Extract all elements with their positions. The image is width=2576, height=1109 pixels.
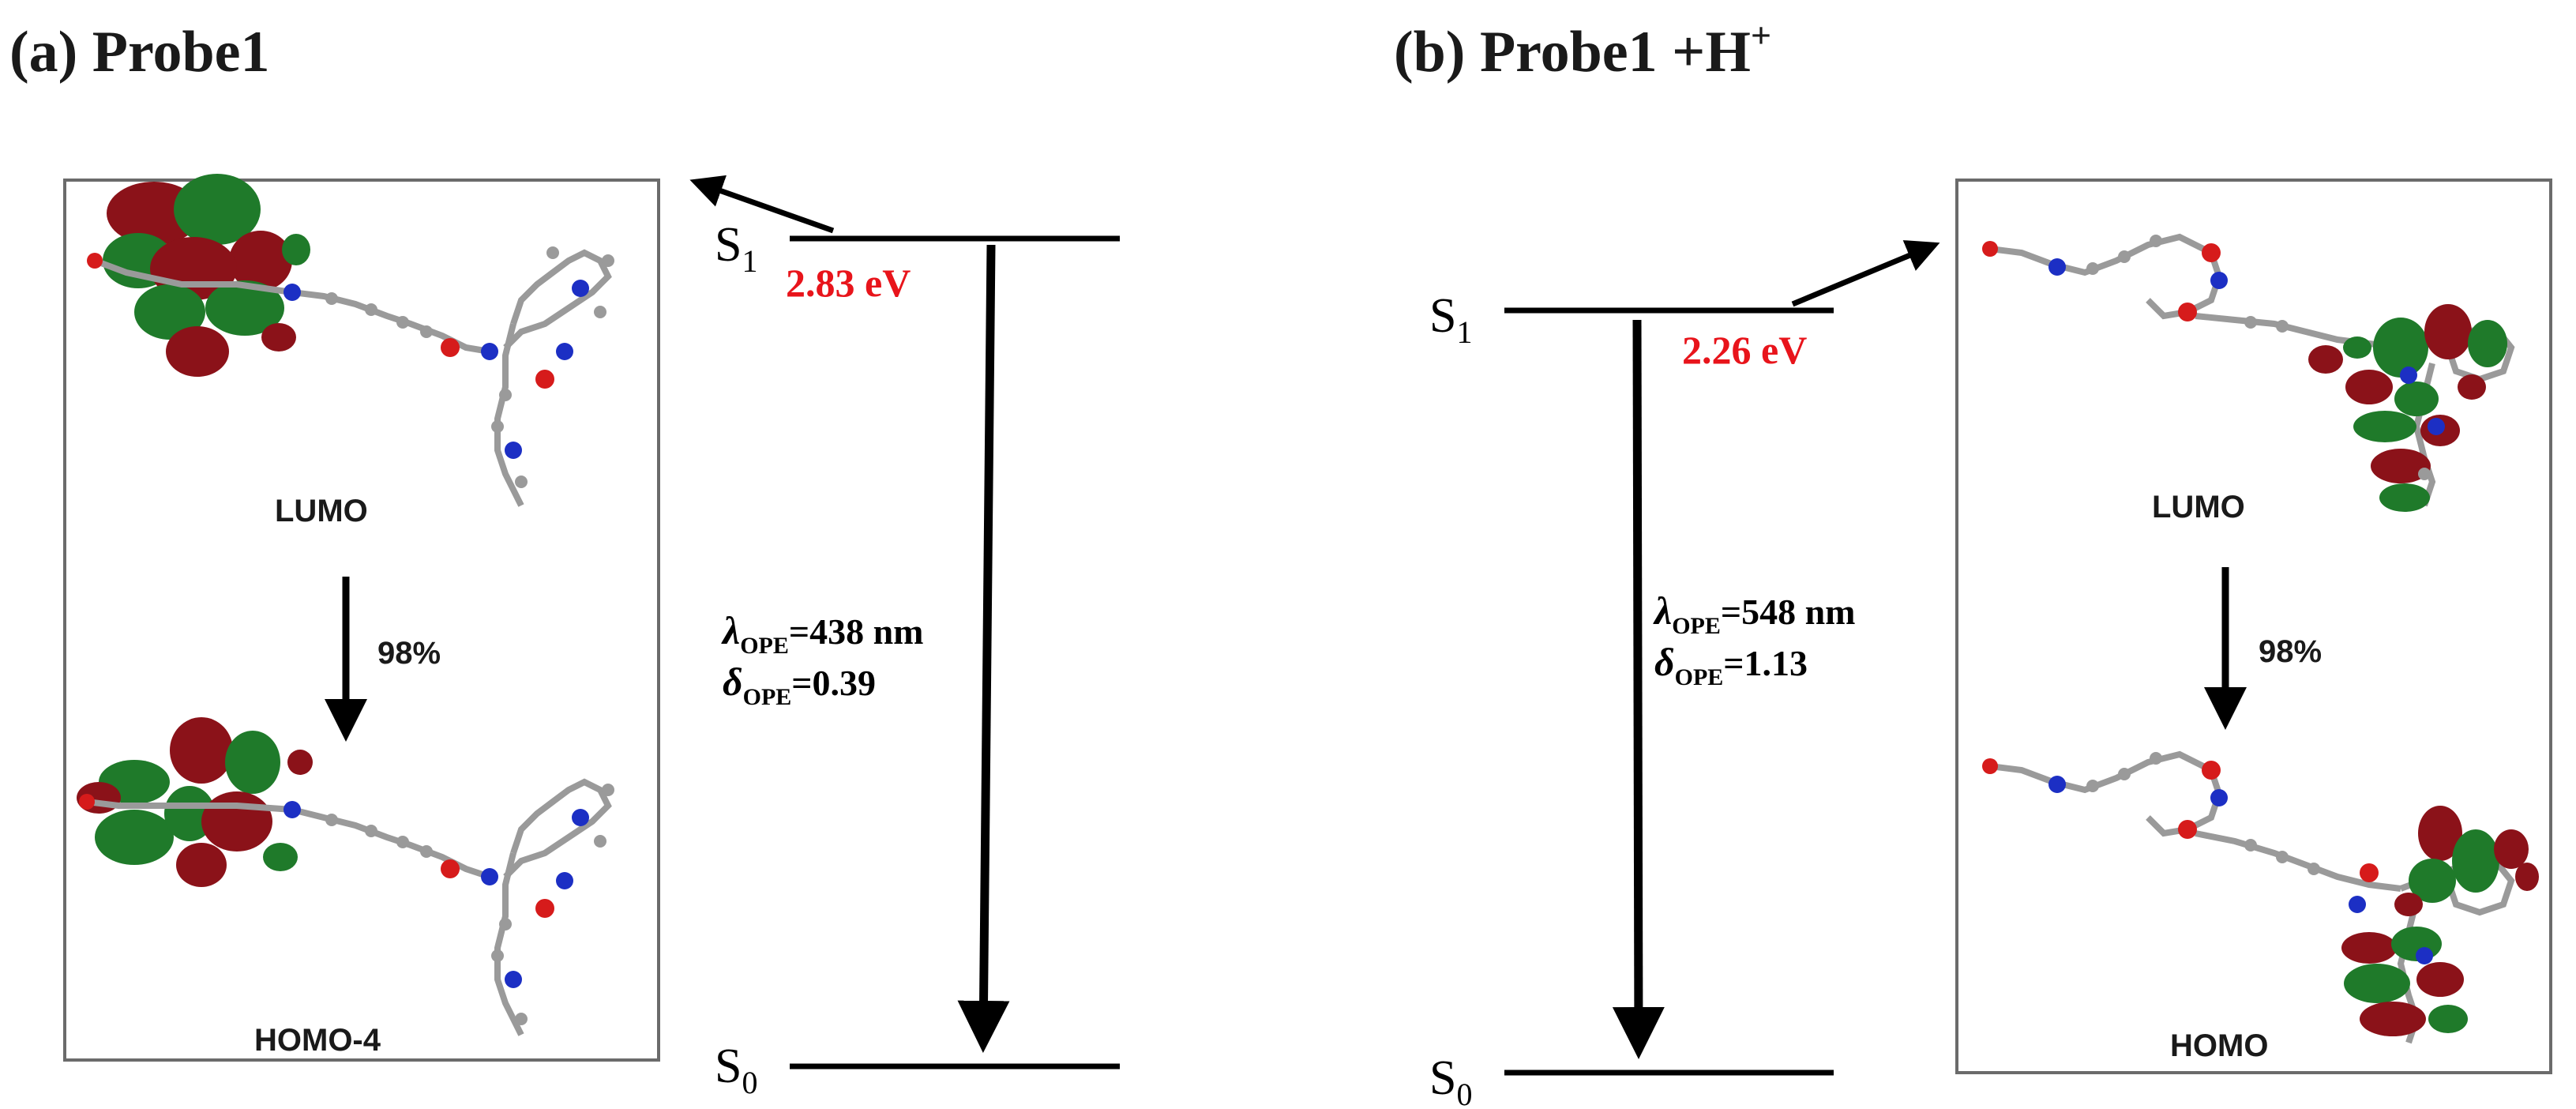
excitation-energy-a: 2.83 eV — [786, 261, 911, 305]
lumo-label-a: LUMO — [275, 494, 368, 528]
lambda-label-a: λOPE=438 nm — [721, 608, 924, 659]
excitation-energy-b: 2.26 eV — [1682, 328, 1807, 372]
delta-label-b: δOPE=1.13 — [1654, 640, 1808, 690]
homo-atoms-a — [79, 784, 614, 1025]
s1-label-a: S1 — [715, 218, 757, 279]
homo-molecule-b — [1982, 750, 2539, 1044]
homo-density-b — [2341, 806, 2539, 1036]
s1-to-orbitals-arrow-a — [689, 175, 835, 234]
lumo-density-b — [2308, 304, 2507, 512]
contribution-label-a: 98% — [377, 636, 441, 671]
lambda-label-b: λOPE=548 nm — [1653, 588, 1856, 639]
homo-density-a — [77, 717, 313, 887]
s1-label-b: S1 — [1429, 289, 1472, 350]
lumo-skeleton-a — [93, 249, 612, 507]
lumo-label-b: LUMO — [2152, 490, 2245, 524]
delta-label-a: δOPE=0.39 — [723, 660, 876, 710]
lumo-atoms-a — [87, 246, 614, 488]
panel-a: (a) Probe1 — [9, 20, 1120, 1100]
panel-a-title: (a) Probe1 — [9, 20, 270, 85]
s1-to-orbitals-arrow-b — [1791, 240, 1940, 307]
s0-label-b: S0 — [1429, 1051, 1472, 1109]
contribution-label-b: 98% — [2259, 634, 2322, 669]
homo-molecule-a — [77, 717, 614, 1036]
homo-label-a: HOMO-4 — [254, 1023, 381, 1058]
panel-b: (b) Probe1 +H+ S1 S0 2.26 eV λOPE=548 nm… — [1394, 15, 2552, 1109]
lumo-atoms-b — [1982, 235, 2445, 480]
emission-arrow-b — [1612, 319, 1665, 1059]
homo-label-b: HOMO — [2170, 1028, 2268, 1063]
homo-atoms-b — [1982, 752, 2433, 964]
emission-arrow-a — [957, 244, 1010, 1053]
lumo-molecule-b — [1982, 233, 2515, 512]
s0-label-a: S0 — [715, 1039, 757, 1100]
lumo-molecule-a — [87, 174, 614, 507]
panel-b-title: (b) Probe1 +H+ — [1394, 15, 1771, 85]
